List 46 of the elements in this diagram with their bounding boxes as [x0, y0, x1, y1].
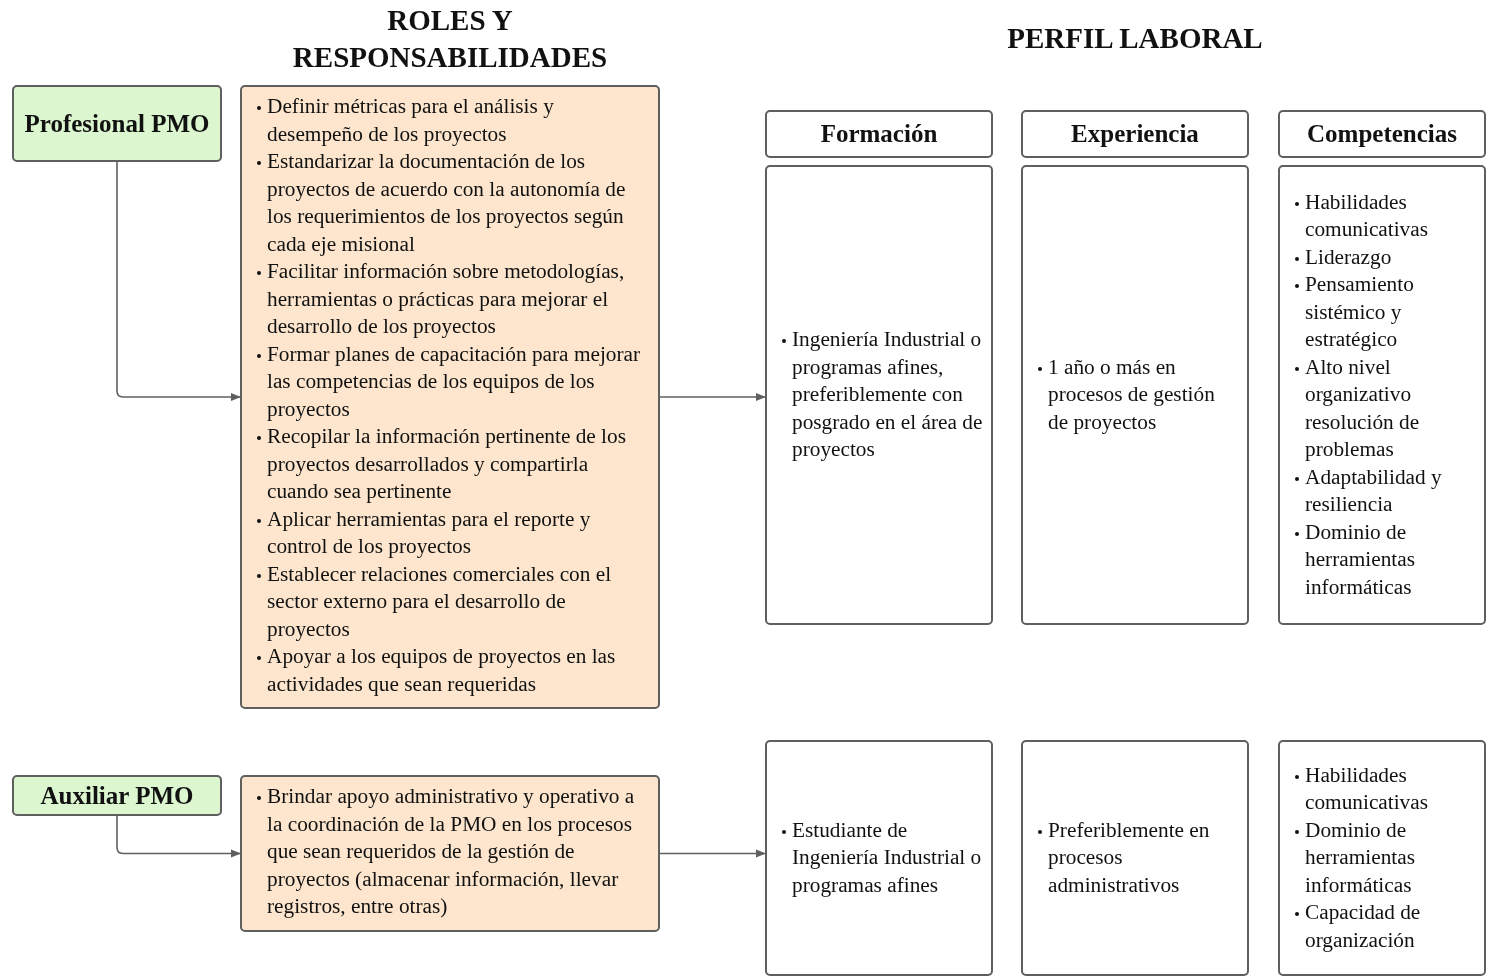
column-header — [765, 110, 993, 158]
bullet-item: Formar planes de capacitación para mejorar las competencias de los equipos de los proyectos — [267, 340, 642, 423]
bullet-item: Dominio de herramientas informáticas — [1305, 518, 1416, 601]
bullet-item: Habilidades comunicativas — [1305, 188, 1429, 244]
arrow — [659, 393, 766, 401]
profile-card — [1278, 740, 1486, 976]
role-title: Auxiliar PMO — [40, 780, 194, 811]
arrow — [116, 815, 241, 858]
bullet-item: Aplicar herramientas para el reporte y control de los proyectos — [267, 505, 592, 560]
responsibilities-box — [240, 85, 660, 709]
bullet-item: Pensamiento sistémico y estratégico — [1305, 271, 1415, 354]
bullet-item: Apoyar a los equipos de proyectos en las actividades que sean requeridas — [267, 643, 617, 698]
bullet-item: Adaptabilidad y resiliencia — [1305, 463, 1443, 519]
responsibilities-box — [240, 775, 660, 932]
section-heading: PERFIL LABORAL — [1006, 21, 1264, 56]
bullet-item: Liderazgo — [1305, 243, 1392, 271]
bullet-item: Estudiante de Ingeniería Industrial o programas afines — [792, 816, 983, 899]
bullet-item: Alto nivel organizativo resolución de problemas — [1305, 353, 1421, 464]
bullet-item: Dominio de herramientas informáticas — [1305, 816, 1416, 899]
bullet-item: 1 año o más en procesos de gestión de proyectos — [1048, 353, 1216, 436]
role-title: Profesional PMO — [24, 108, 210, 139]
bullet-item: Establecer relaciones comerciales con el sector externo para el desarrollo de proyectos — [267, 560, 613, 643]
arrow — [659, 849, 766, 858]
profile-card — [765, 740, 993, 976]
header-text: Formación — [820, 120, 938, 148]
profile-card — [1021, 740, 1249, 976]
profile-card — [765, 165, 993, 625]
bullet-item: Habilidades comunicativas — [1305, 761, 1429, 817]
bullet-item: Recopilar la información pertinente de los proyectos desarrollados y compartirla cuando sea pertinente — [267, 423, 627, 505]
bullet-item: Capacidad de organización — [1305, 899, 1422, 954]
bullet-item: Ingeniería Industrial o programas afines, preferiblemente con posgrado en el área de proyectos — [792, 326, 983, 464]
column-header — [1021, 110, 1249, 158]
role-box — [12, 775, 222, 816]
section-heading: ROLES Y RESPONSABILIDADES — [291, 3, 609, 75]
profile-card — [1021, 165, 1249, 625]
column-header — [1278, 110, 1486, 158]
bullet-item: Facilitar información sobre metodologías, herramientas o prácticas para mejorar el desarrollo de los proyectos — [267, 258, 626, 340]
role-box — [12, 85, 222, 162]
bullet-item: Brindar apoyo administrativo y operativo a la coordinación de la PMO en los procesos que sean requeridos de la gestión de proyectos (almacenar información, llevar registros, entre otras) — [267, 783, 636, 920]
arrow — [116, 161, 241, 401]
bullet-item: Estandarizar la documentación de los proyectos de acuerdo con la autonomía de los requerimientos de los proyectos según cada eje misional — [267, 148, 627, 258]
bullet-item: Preferiblemente en procesos administrativos — [1048, 816, 1211, 899]
header-text: Competencias — [1307, 120, 1457, 148]
profile-card — [1278, 165, 1486, 625]
bullet-item: Definir métricas para el análisis y desempeño de los proyectos — [267, 93, 555, 148]
header-text: Experiencia — [1071, 120, 1199, 148]
